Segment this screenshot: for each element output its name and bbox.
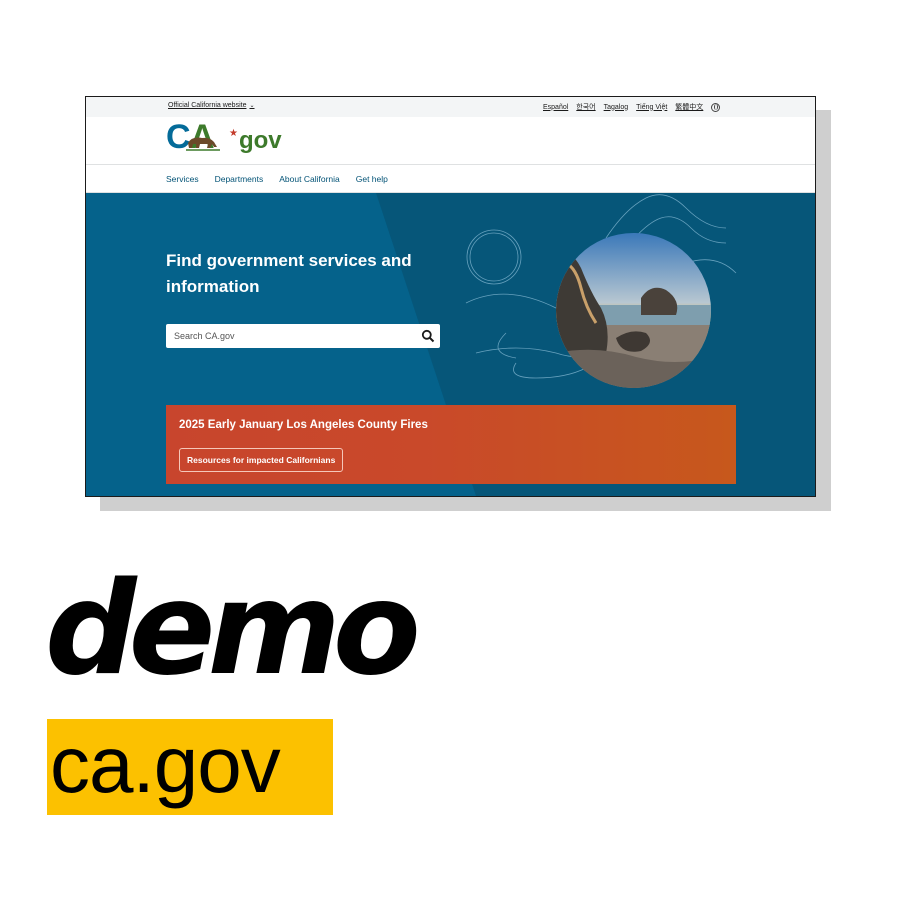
globe-icon[interactable] xyxy=(711,102,721,112)
nav-item-get-help[interactable]: Get help xyxy=(355,174,388,184)
language-link-chinese[interactable]: 繁體中文 xyxy=(675,104,704,111)
coastline-photo xyxy=(556,233,711,388)
nav-item-about-california[interactable]: About California xyxy=(279,174,340,184)
alert-banner: 2025 Early January Los Angeles County Fi… xyxy=(166,405,736,484)
brand-header: C A ★ gov xyxy=(86,117,815,165)
official-website-label: Official California website xyxy=(168,102,247,109)
hero-section: Find government services and information xyxy=(86,193,815,496)
language-link-tagalog[interactable]: Tagalog xyxy=(603,103,629,111)
language-link-vietnamese[interactable]: Tiếng Việt xyxy=(636,103,668,111)
ca-gov-logo[interactable]: C A ★ gov xyxy=(166,118,282,159)
chevron-down-icon: ⌄ xyxy=(249,103,255,109)
resources-button[interactable]: Resources for impacted Californians xyxy=(179,448,344,472)
logo-ca-bear-icon: C A xyxy=(166,118,220,156)
utility-bar: Official California website ⌄ Español 한국… xyxy=(86,97,815,117)
website-screenshot: Official California website ⌄ Español 한국… xyxy=(85,96,816,497)
official-website-toggle[interactable]: Official California website ⌄ xyxy=(168,102,255,109)
search-icon[interactable] xyxy=(421,329,435,343)
logo-gov-text: gov xyxy=(238,127,282,154)
alert-title: 2025 Early January Los Angeles County Fi… xyxy=(179,419,428,431)
logo-ca-text: C A xyxy=(166,118,228,163)
nav-item-services[interactable]: Services xyxy=(166,174,199,184)
language-link-korean[interactable]: 한국어 xyxy=(576,104,596,111)
language-link-spanish[interactable]: Español xyxy=(543,103,569,111)
main-navigation: Services Departments About California Ge… xyxy=(86,165,815,193)
search-bar xyxy=(166,324,440,348)
domain-highlight xyxy=(47,719,333,815)
search-input[interactable] xyxy=(166,330,406,342)
hero-title: Find government services and information xyxy=(166,251,412,296)
language-list: Español 한국어 Tagalog Tiếng Việt 繁體中文 xyxy=(543,102,721,112)
domain-label: ca.gov xyxy=(50,720,281,809)
demo-heading: demo xyxy=(45,555,421,704)
star-icon: ★ xyxy=(229,127,238,139)
nav-item-departments[interactable]: Departments xyxy=(214,174,264,184)
